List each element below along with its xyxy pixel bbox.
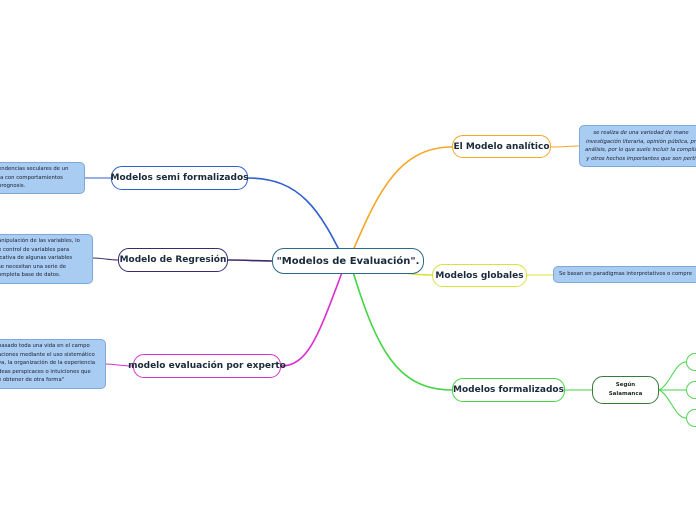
note-modelo-evaluacion-por-experto[interactable]: pasado toda una vida en el campo aciones… (0, 339, 106, 389)
connector-sub-stub-1 (658, 361, 687, 391)
note-line: icativa de algunas variables (0, 255, 73, 262)
connector-experto (280, 261, 347, 367)
note-line: pasado toda una vida en el campo (0, 343, 90, 349)
note-line: endencias seculares de un (0, 166, 69, 172)
note-line: va, la organización de la experiencia (0, 360, 96, 367)
connector-analitico (347, 146, 453, 263)
note-line: análisis, por lo que suele incluir la co… (585, 147, 696, 154)
note-modelo-de-regresion[interactable]: anipulación de las variables, lo e contr… (0, 234, 93, 284)
note-modelos-globales[interactable]: Se basan en paradigmas interpretativos o… (553, 266, 696, 283)
topic-modelos-globales[interactable]: Modelos globales (432, 264, 527, 287)
note-line: y otros hechos importantes que son perti (586, 155, 696, 162)
note-line: e obtener de otra forma" (0, 377, 65, 384)
note-line: se necesitan una serie de (0, 263, 66, 270)
note-line: ompleta base de datos. (0, 272, 61, 279)
note-modelos-semi-formalizados[interactable]: endencias seculares de un ta con comport… (0, 162, 85, 194)
note-line: deas perspicaces o intuiciones que (0, 368, 91, 375)
connector-experto-note (105, 363, 134, 367)
subtopic-line: Salamanca (608, 391, 643, 397)
topic-modelo-de-regresion[interactable]: Modelo de Regresión (118, 248, 228, 272)
connector-regresion (227, 259, 273, 262)
note-line: Se basan en paradigmas interpretativos o… (559, 271, 692, 278)
note-line: se realiza de una variedad de mane (593, 130, 689, 136)
topic-modelos-semi-formalizados[interactable]: Modelos semi formalizados (111, 166, 248, 190)
connector-formalizados (349, 261, 453, 391)
note-modelo-analitico[interactable]: se realiza de una variedad de mane inves… (579, 125, 696, 167)
note-line: e control de variables para (0, 246, 70, 253)
note-line: prognosis. (0, 183, 26, 190)
topic-modelo-evaluacion-por-experto[interactable]: modelo evaluación por experto (128, 354, 286, 378)
topic-modelo-analitico[interactable]: El Modelo analítico (452, 135, 551, 158)
connector-sub-stub-3 (658, 389, 687, 419)
note-line: anipulación de las variables, lo (0, 238, 80, 244)
subtopic-line: Según (615, 382, 636, 388)
central-topic[interactable]: "Modelos de Evaluación". (272, 248, 424, 274)
subtopic-segun-salamanca[interactable]: Según Salamanca (592, 376, 659, 404)
connector-analitico-note (550, 145, 580, 148)
note-line: investigación literaria, opinión pública… (585, 138, 696, 145)
topic-modelos-formalizados[interactable]: Modelos formalizados (452, 378, 565, 402)
connector-regresion-note (92, 257, 119, 261)
note-line: aciones mediante el uso sistemático (0, 351, 95, 358)
connector-semi (247, 177, 346, 263)
note-line: ta con comportamientos (0, 174, 63, 181)
